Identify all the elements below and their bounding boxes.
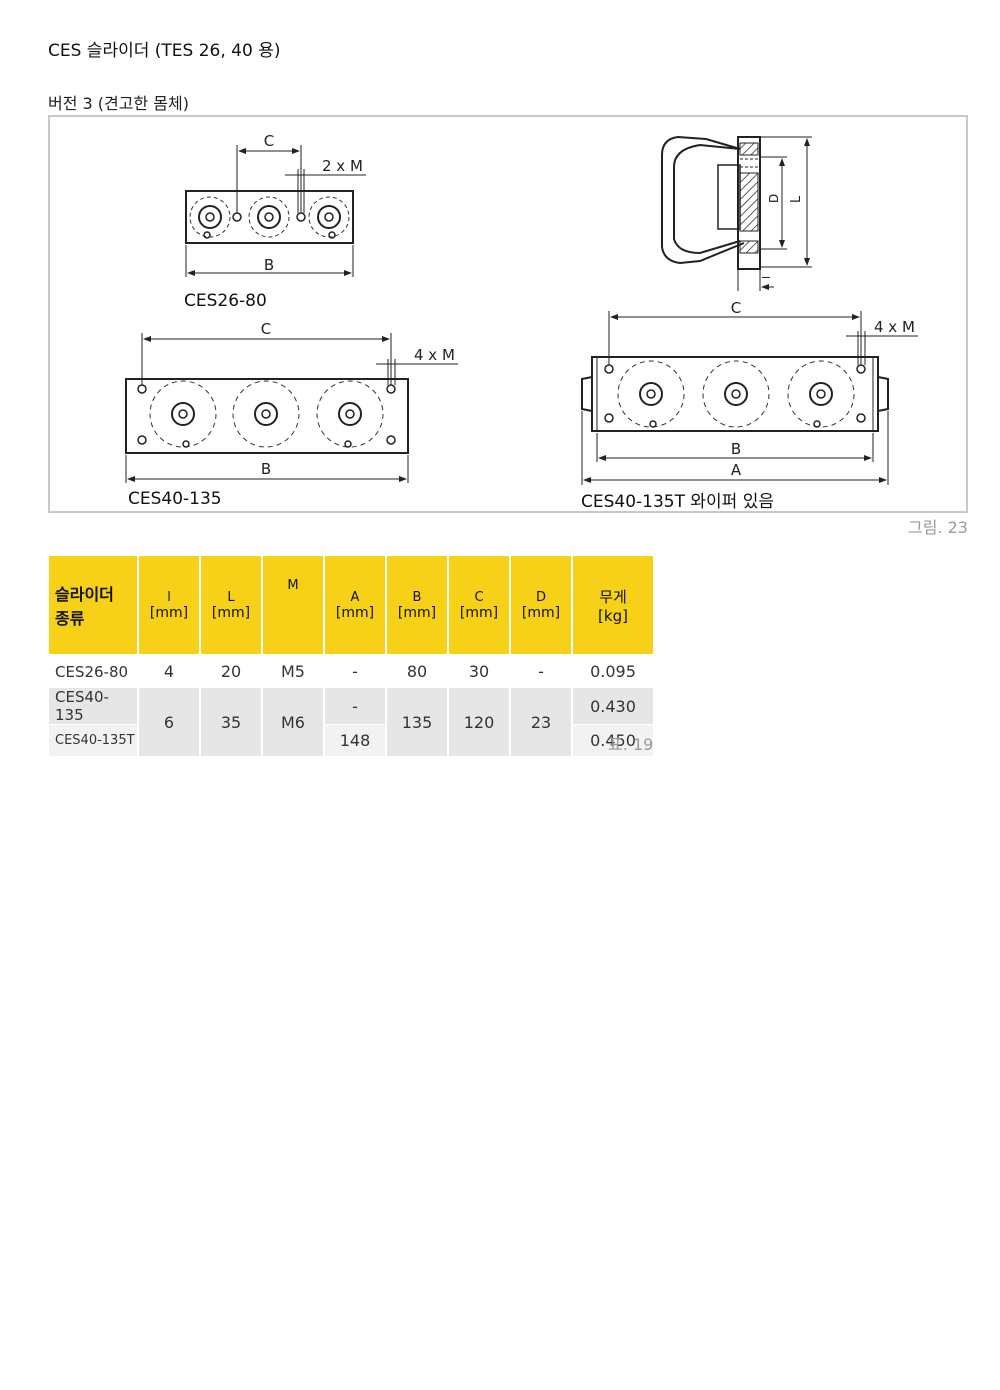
cell-D: 23 xyxy=(511,688,571,757)
header-type: 슬라이더 종류 xyxy=(49,556,137,656)
cell-A: - xyxy=(325,656,385,688)
header-L: L [mm] xyxy=(201,556,261,656)
header-unit: [mm] xyxy=(521,604,561,621)
cell-weight: 0.430 xyxy=(573,688,653,725)
cell-l: 4 xyxy=(139,656,199,688)
figure-caption: 그림. 23 xyxy=(908,518,968,537)
header-unit: [mm] xyxy=(459,604,499,621)
ces26-name: CES26-80 xyxy=(184,291,267,311)
cell-name: CES40-135 xyxy=(49,688,137,725)
ces26-roller-3 xyxy=(308,196,350,239)
header-B: B [mm] xyxy=(387,556,447,656)
header-unit: [mm] xyxy=(211,604,251,621)
cell-B: 80 xyxy=(387,656,447,688)
ces40-c-label: C xyxy=(261,320,271,338)
cell-D: - xyxy=(511,656,571,688)
cell-M: M5 xyxy=(263,656,323,688)
header-A: A [mm] xyxy=(325,556,385,656)
ces40t-c-label: C xyxy=(731,299,741,317)
header-D: D [mm] xyxy=(511,556,571,656)
side-l-label: L xyxy=(789,195,804,203)
cell-C: 120 xyxy=(449,688,509,757)
ces26-roller-1 xyxy=(189,196,231,239)
figure-drawing: C 2 x M B CES26-80 C xyxy=(125,132,918,511)
header-unit: [mm] xyxy=(149,604,189,621)
page-title: CES 슬라이더 (TES 26, 40 용) xyxy=(48,41,281,61)
header-weight: 무게 [kg] xyxy=(573,556,653,656)
cell-B: 135 xyxy=(387,688,447,757)
cell-L: 20 xyxy=(201,656,261,688)
header-D-label: D xyxy=(535,589,546,605)
ces26-b-label: B xyxy=(264,256,274,274)
header-unit: [mm] xyxy=(397,604,437,621)
side-d-label: D xyxy=(767,194,781,203)
header-L-label: L xyxy=(227,589,235,605)
side-i-label: l xyxy=(760,276,773,279)
cell-C: 30 xyxy=(449,656,509,688)
ces40-drawing: C 4 x M B CES40-135 xyxy=(125,320,458,509)
header-A-label: A xyxy=(350,589,360,605)
header-M-label: M xyxy=(287,578,299,593)
ces40t-m-label: 4 x M xyxy=(874,318,915,336)
ces26-m-label: 2 x M xyxy=(322,157,363,175)
dimension-figure: C 2 x M B CES26-80 C xyxy=(48,115,968,513)
ces40-m-label: 4 x M xyxy=(414,346,455,364)
cell-L: 35 xyxy=(201,688,261,757)
ces40-name: CES40-135 xyxy=(128,489,222,509)
header-weight-line1: 무게 xyxy=(599,587,627,606)
side-view-drawing: L D l xyxy=(661,135,812,291)
header-weight-line2: [kg] xyxy=(598,606,628,625)
table-header-row: 슬라이더 종류 l [mm] L [mm] M A [mm] B [mm] xyxy=(49,556,653,656)
cell-A: - xyxy=(325,688,385,725)
ces40t-name: CES40-135T 와이퍼 있음 xyxy=(581,492,774,511)
cell-weight: 0.450 xyxy=(573,725,653,757)
header-type-line1: 슬라이더 xyxy=(55,585,114,604)
header-type-line2: 종류 xyxy=(55,609,85,628)
cell-name: CES40-135T xyxy=(49,725,137,757)
cell-M: M6 xyxy=(263,688,323,757)
header-C-label: C xyxy=(474,589,484,605)
header-l-small-label: l xyxy=(167,589,171,605)
table-row: CES40-135 6 35 M6 - 135 120 23 0.430 xyxy=(49,688,653,757)
header-C: C [mm] xyxy=(449,556,509,656)
table-row: CES26-80 4 20 M5 - 80 30 - 0.095 xyxy=(49,656,653,688)
ces26-drawing: C 2 x M B CES26-80 xyxy=(184,132,366,311)
header-l-small: l [mm] xyxy=(139,556,199,656)
cell-name: CES26-80 xyxy=(49,656,137,688)
header-M: M xyxy=(263,556,323,656)
cell-A: 148 xyxy=(325,725,385,757)
ces26-roller-2 xyxy=(248,196,290,238)
header-unit: [mm] xyxy=(335,604,375,621)
header-B-label: B xyxy=(412,589,422,605)
table-row: CES40-135T 148 0.450 xyxy=(49,725,653,757)
ces26-c-label: C xyxy=(264,132,274,150)
table-caption: 표. 19 xyxy=(608,735,654,754)
ces40t-drawing: C 4 x M B A CES40-135T 와이퍼 있음 xyxy=(581,299,918,511)
cell-weight: 0.095 xyxy=(573,656,653,688)
ces40t-b-label: B xyxy=(731,440,741,458)
section-subtitle: 버전 3 (견고한 몸체) xyxy=(48,94,189,113)
ces40t-a-label: A xyxy=(731,461,742,479)
cell-l: 6 xyxy=(139,688,199,757)
ces40-b-label: B xyxy=(261,460,271,478)
spec-table: 슬라이더 종류 l [mm] L [mm] M A [mm] B [mm] xyxy=(47,556,655,757)
